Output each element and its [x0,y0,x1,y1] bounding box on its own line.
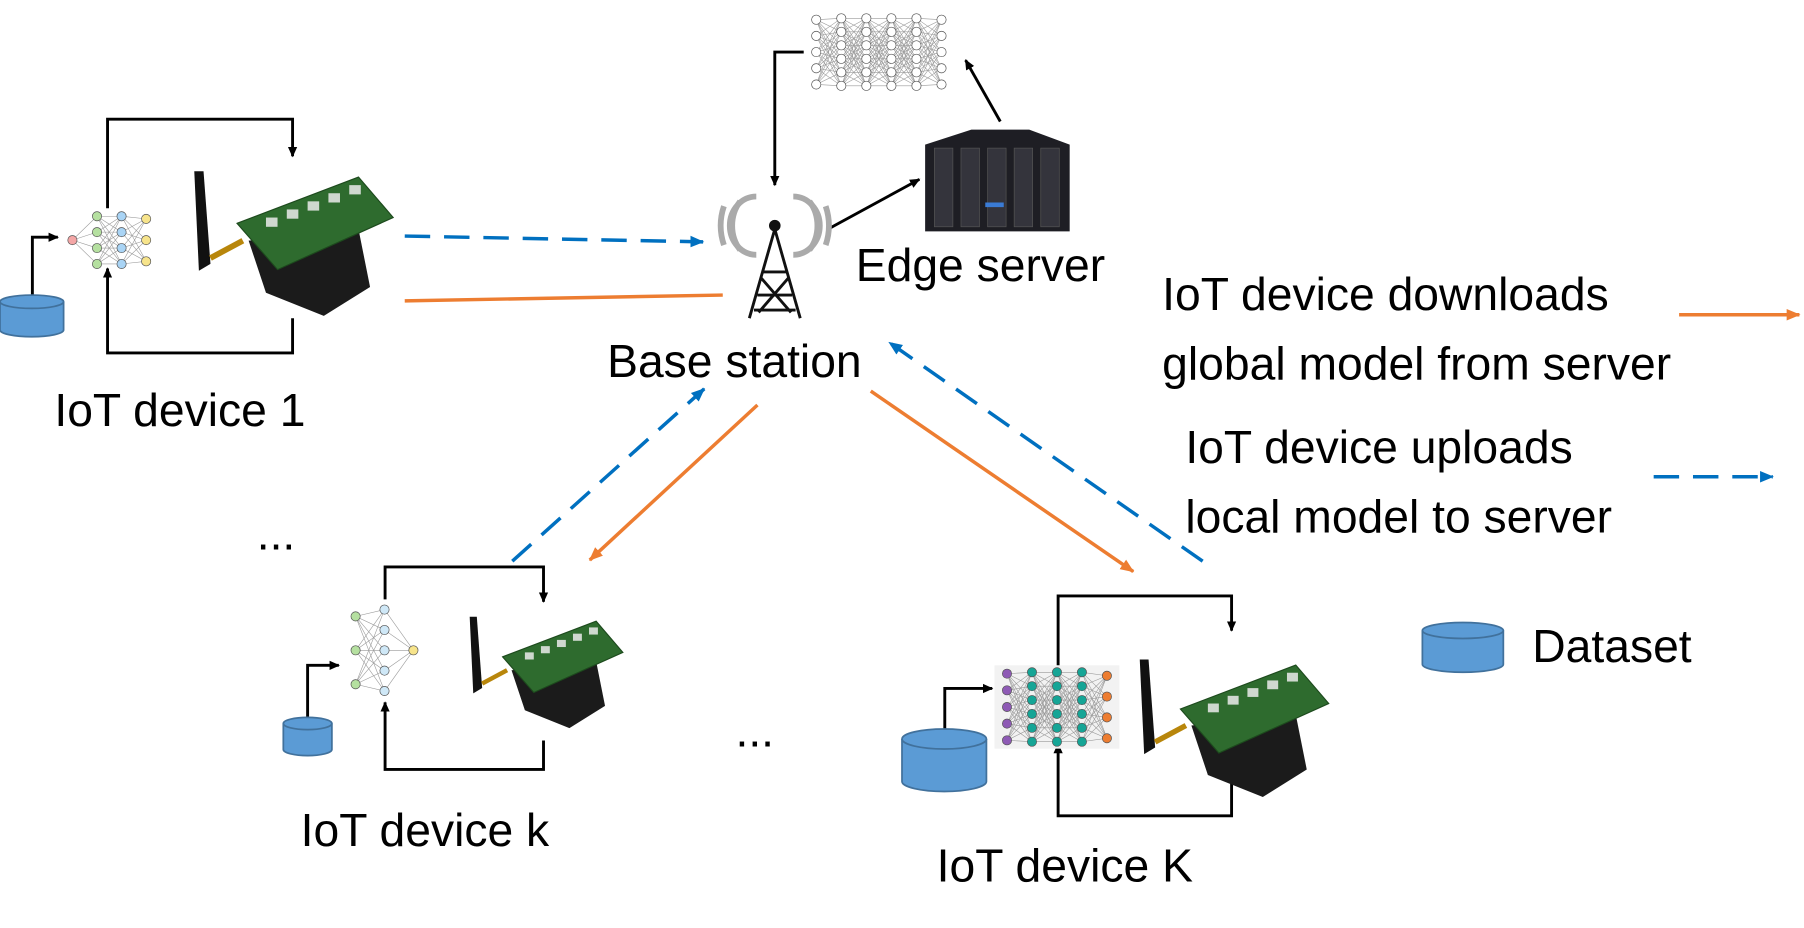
neural-network-icon [811,13,947,91]
label-device-K: IoT device K [937,840,1193,892]
label-edge-server: Edge server [856,239,1105,291]
server-rack-icon [925,129,1070,232]
iot-board-icon [469,616,624,729]
neural-network-icon [350,604,419,697]
upload-arrows [404,234,1774,563]
label-base-station: Base station [607,335,862,387]
ellipsis-left: ... [257,508,296,560]
neural-network-icon [67,211,152,269]
legend-dataset-label: Dataset [1532,620,1692,672]
iot-board-icon [1139,659,1330,797]
neural-network-icon [994,665,1120,749]
database-icon [1421,621,1505,674]
legend-upload-line2: local model to server [1185,490,1612,542]
label-device-k: IoT device k [301,804,550,856]
local-training-loops [30,50,1237,818]
label-device-1: IoT device 1 [54,384,305,436]
ellipsis-bottom: ... [735,704,774,756]
database-icon [0,294,65,338]
antenna-tower-icon [717,193,832,319]
legend-upload-line1: IoT device uploads [1185,421,1572,473]
legend-download-line1: IoT device downloads [1162,268,1609,320]
legend-download-line2: global model from server [1162,338,1671,390]
iot-board-icon [194,171,395,316]
database-icon [901,728,988,793]
database-icon [282,716,333,757]
download-arrows [404,293,1801,574]
